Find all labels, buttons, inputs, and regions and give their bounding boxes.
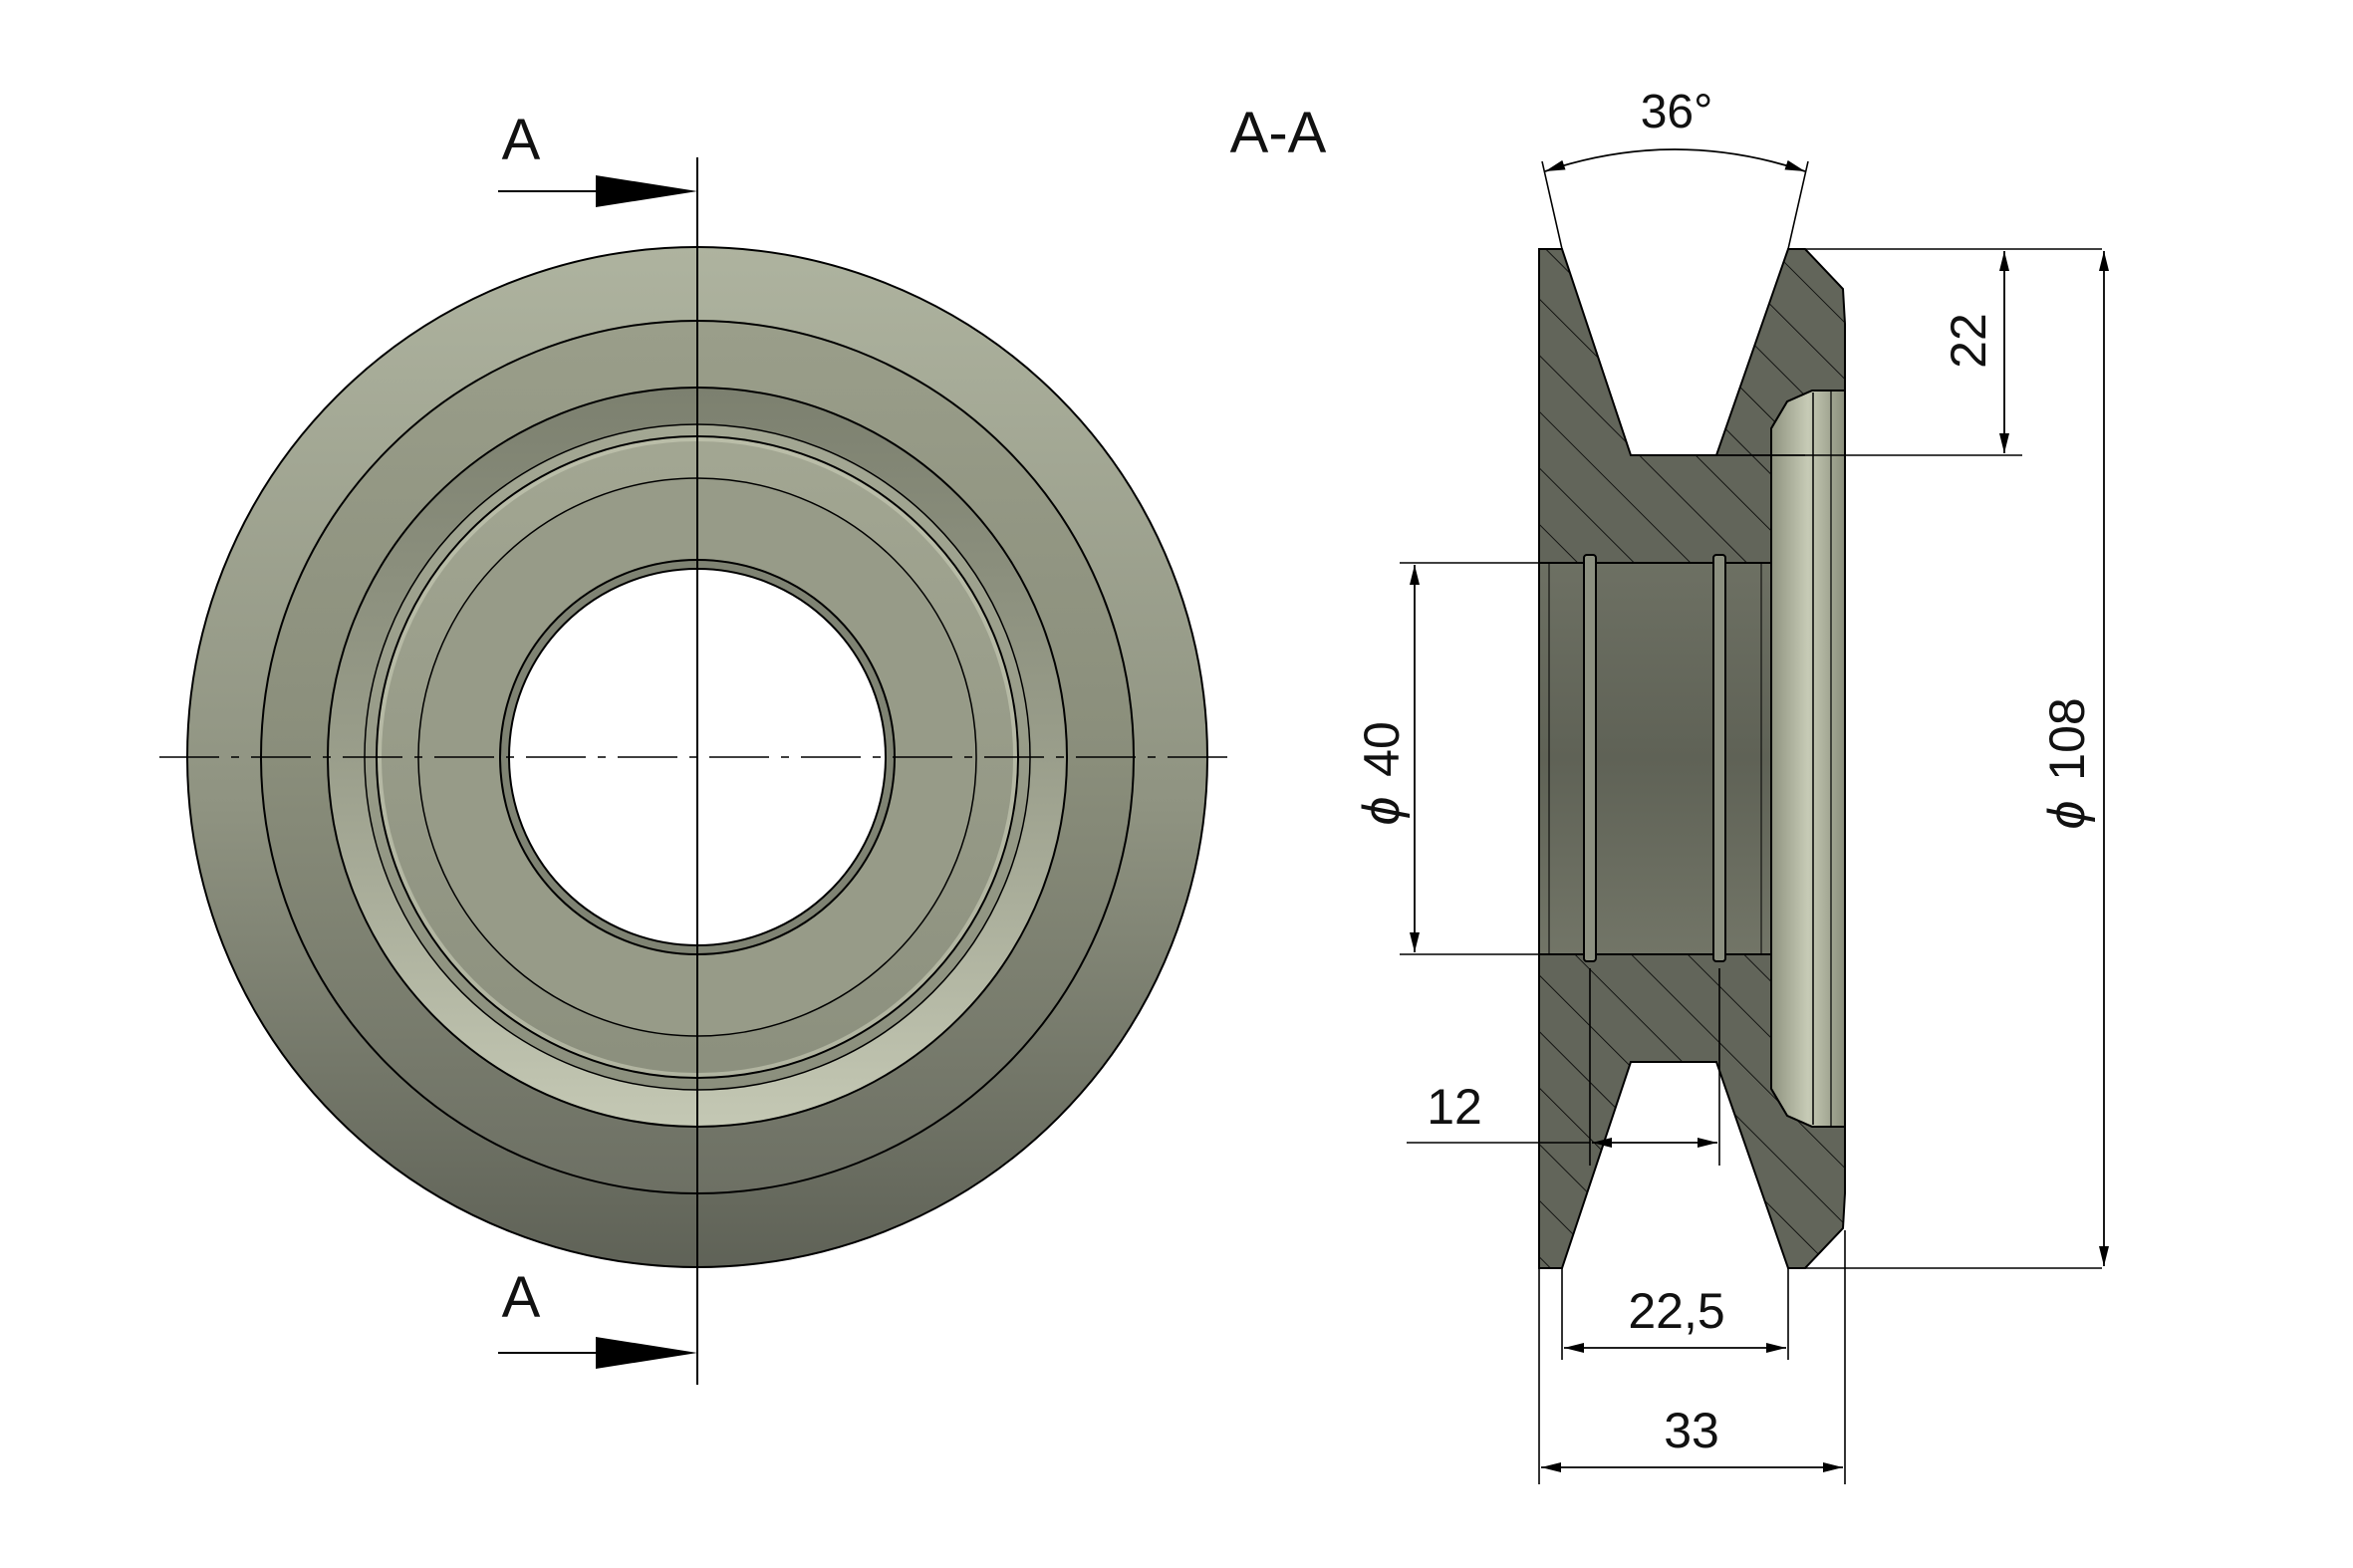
snap-groove-left	[1583, 554, 1597, 962]
od-dim-symbol: ϕ	[2038, 801, 2096, 830]
snap-groove-right	[1712, 554, 1726, 962]
bore-dim-text: 40	[1354, 721, 1410, 777]
angle-ext-right	[1787, 160, 1809, 250]
section-outline-bottom	[1538, 953, 1846, 1269]
od-dim-label: ϕ 108	[2038, 697, 2096, 829]
bore-interior	[1539, 563, 1771, 954]
gw12-dim-text: 12	[1427, 1079, 1482, 1135]
front-view: A A	[159, 108, 1235, 1385]
section-outline-top	[1538, 248, 1846, 564]
section-view-title: A-A	[1230, 101, 1327, 165]
bore-dim-label: ϕ 40	[1353, 721, 1411, 825]
section-arrow-bottom-head	[596, 1337, 697, 1369]
angle-dim-text: 36°	[1641, 86, 1713, 138]
od-dim-text: 108	[2039, 697, 2095, 780]
depth-dim-text: 22	[1941, 313, 1996, 369]
gw225-dim-text: 22,5	[1628, 1283, 1724, 1339]
section-label-top: A	[502, 108, 541, 172]
section-label-bottom: A	[502, 1265, 541, 1330]
angle-ext-left	[1541, 160, 1563, 250]
w33-dim-text: 33	[1664, 1403, 1719, 1458]
bore-dim-symbol: ϕ	[1353, 797, 1411, 826]
recess-surface	[1770, 390, 1846, 1128]
section-view: A-A 36° 22 ϕ 1	[1230, 86, 2109, 1484]
angle-arc	[1544, 148, 1806, 172]
section-arrow-top-head	[596, 175, 697, 207]
